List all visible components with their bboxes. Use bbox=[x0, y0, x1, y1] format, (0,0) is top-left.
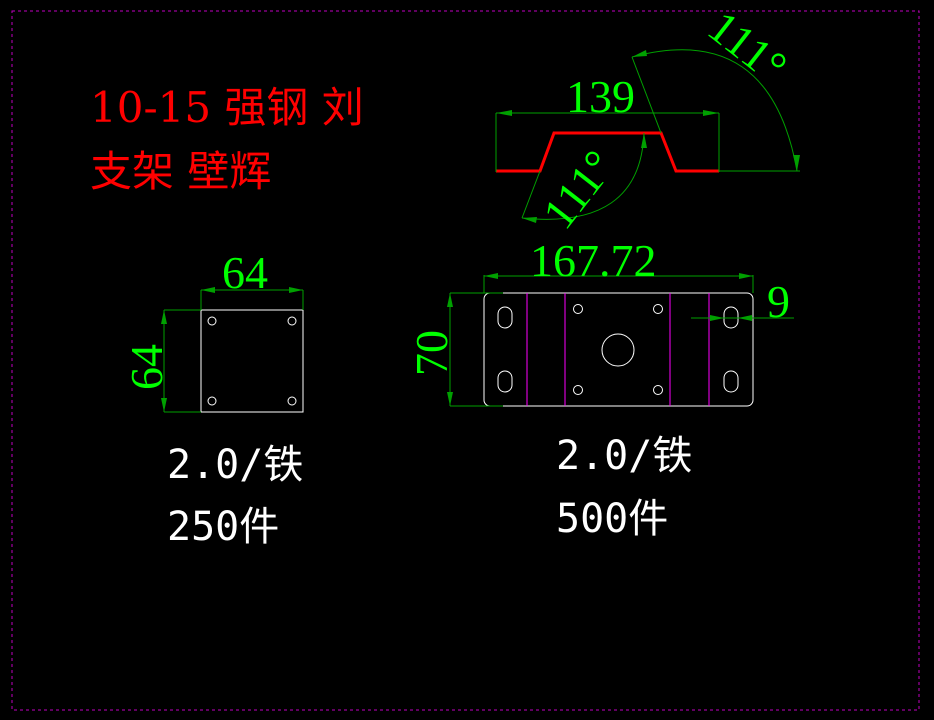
profile-width-dim: 139 bbox=[566, 71, 635, 122]
profile-view bbox=[495, 49, 800, 223]
drawing-border bbox=[11, 10, 920, 711]
profile-angle-top: 111° bbox=[699, 1, 797, 93]
square-material: 2.0/铁 bbox=[167, 442, 303, 488]
bracket-height-dim: 70 bbox=[406, 330, 457, 376]
bracket-quantity: 500件 bbox=[556, 496, 668, 542]
square-height-dim: 64 bbox=[121, 344, 172, 390]
square-width-dim: 64 bbox=[222, 247, 268, 298]
bracket-material: 2.0/铁 bbox=[556, 433, 692, 479]
square-quantity: 250件 bbox=[167, 504, 279, 550]
square-part-drawing bbox=[161, 287, 304, 413]
bracket-part-drawing bbox=[447, 273, 794, 407]
title-line-1: 10-15 强钢 刘 bbox=[90, 83, 364, 132]
title-line-2: 支架 壁辉 bbox=[90, 147, 271, 196]
bracket-edge-dim: 9 bbox=[767, 276, 790, 327]
bracket-width-dim: 167.72 bbox=[530, 235, 657, 286]
